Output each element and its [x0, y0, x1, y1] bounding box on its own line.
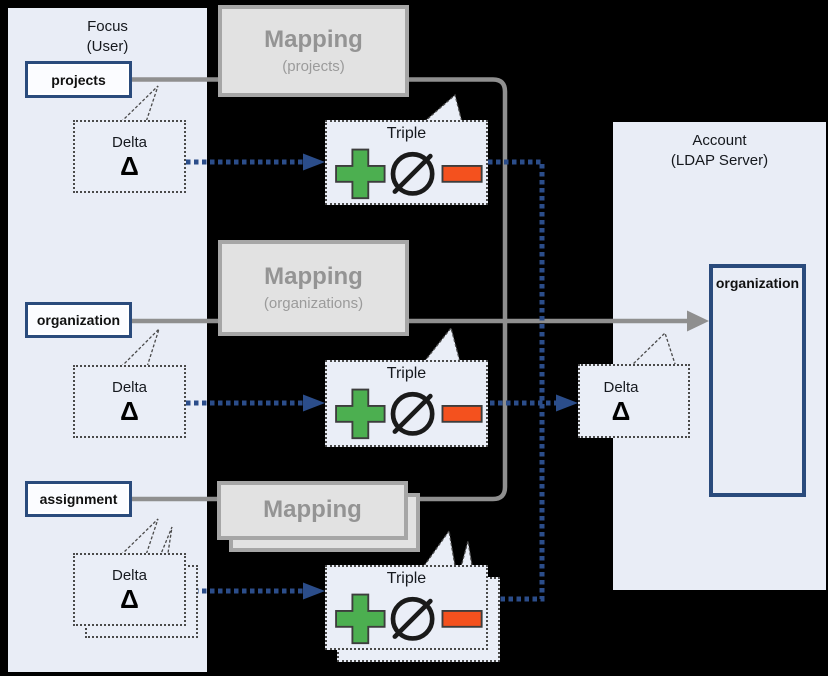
delta-label: Delta: [111, 567, 148, 584]
delta-callout-account: Delta Δ: [578, 364, 690, 438]
focus-title-line: Focus: [87, 18, 128, 35]
mapping-box-organizations: Mapping (organizations): [218, 240, 409, 336]
account-panel-title: Account (LDAP Server): [613, 131, 826, 172]
mapping-title: Mapping: [263, 496, 362, 524]
focus-box-assignment: assignment: [25, 481, 132, 517]
mapping-box-assignment: Mapping: [217, 481, 408, 540]
blue-arrowhead: [556, 394, 578, 412]
minus-icon: [441, 405, 483, 423]
account-box-organization: organization: [709, 264, 806, 497]
focus-subtitle-line: (User): [86, 38, 129, 56]
delta-symbol: Δ: [120, 151, 139, 181]
delta-callout-organization: Delta Δ: [73, 365, 186, 438]
plus-icon: [334, 148, 386, 200]
null-icon: [390, 151, 435, 196]
triple-label: Triple: [386, 365, 427, 382]
delta-symbol: Δ: [611, 395, 631, 426]
delta-label: Delta: [111, 379, 148, 396]
blue-arrowhead: [303, 582, 325, 600]
triple-label: Triple: [386, 125, 427, 142]
delta-symbol: Δ: [120, 584, 139, 614]
triple-callout-projects: Triple: [325, 120, 488, 205]
focus-panel-title: Focus (User): [8, 17, 207, 58]
focus-box-projects-label: projects: [51, 71, 106, 88]
null-icon: [390, 391, 435, 436]
minus-icon: [441, 610, 483, 628]
focus-box-organization: organization: [25, 302, 132, 338]
focus-box-organization-label: organization: [36, 312, 121, 328]
plus-icon: [334, 388, 386, 440]
mapping-title: Mapping: [264, 263, 363, 291]
delta-label: Delta: [111, 134, 148, 151]
delta-callout-assignment: Delta Δ: [73, 553, 186, 626]
focus-box-projects: projects: [25, 61, 132, 98]
blue-arrowhead: [303, 153, 325, 171]
delta-callout-projects: Delta Δ: [73, 120, 186, 193]
minus-icon: [441, 165, 483, 183]
account-box-organization-label: organization: [715, 275, 800, 291]
mapping-subtitle: (projects): [282, 57, 345, 75]
delta-symbol: Δ: [120, 396, 139, 426]
blue-arrowhead: [303, 394, 325, 412]
triple-icons: [334, 148, 483, 200]
mapping-title: Mapping: [264, 26, 363, 54]
triple-label: Triple: [386, 570, 427, 587]
delta-label: Delta: [603, 378, 639, 396]
triple-icons: [334, 388, 483, 440]
account-title-line: Account: [692, 132, 747, 149]
mapping-subtitle: (organizations): [263, 294, 364, 312]
null-icon: [390, 596, 435, 641]
triple-icons: [334, 593, 483, 645]
triple-callout-organizations: Triple: [325, 360, 488, 447]
mapping-box-projects: Mapping (projects): [218, 5, 409, 97]
plus-icon: [334, 593, 386, 645]
account-subtitle-line: (LDAP Server): [670, 152, 769, 170]
triple-callout-assignment: Triple: [325, 565, 488, 650]
focus-box-assignment-label: assignment: [39, 491, 118, 507]
